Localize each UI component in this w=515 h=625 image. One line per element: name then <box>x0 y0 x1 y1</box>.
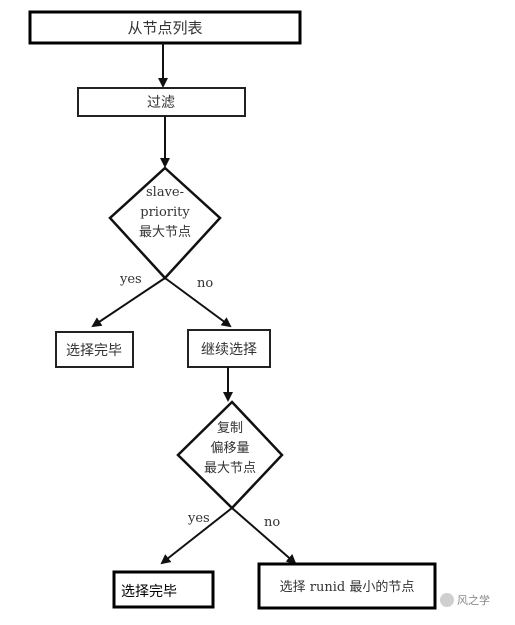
watermark: 风之学 <box>440 592 490 608</box>
filter-box-label: 过滤 <box>147 95 175 111</box>
watermark-text: 风之学 <box>457 594 490 607</box>
decision2-no-label: no <box>264 515 280 530</box>
decision1-line2: priority <box>140 205 190 220</box>
done-box-2 <box>112 570 215 609</box>
runid-box-label: 选择 runid 最小的节点 <box>280 579 415 595</box>
arrow-decision2-yes <box>160 507 233 565</box>
decision1-line1: slave- <box>146 185 184 200</box>
filter-box <box>77 87 246 117</box>
decision1-yes-label: yes <box>119 272 142 287</box>
continue-box-label: 继续选择 <box>201 341 257 358</box>
done-box-2-label: 选择完毕 <box>121 584 177 600</box>
start-box-label: 从节点列表 <box>127 19 202 37</box>
decision2-yes-label: yes <box>187 511 210 526</box>
watermark-icon <box>440 593 454 607</box>
arrow-decision1-yes <box>91 277 166 328</box>
arrow-decision1-no <box>164 277 232 328</box>
start-box <box>28 10 302 45</box>
decision1-no-label: no <box>197 276 213 291</box>
decision2-line1: 复制 <box>217 421 243 436</box>
done-box-1-label: 选择完毕 <box>66 343 122 359</box>
decision2-line2: 偏移量 <box>210 441 249 456</box>
arrow-decision2-no <box>231 507 297 565</box>
runid-box <box>257 562 437 610</box>
done-box-1 <box>55 331 134 368</box>
decision1-line3: 最大节点 <box>139 225 191 240</box>
decision2-line3: 最大节点 <box>204 461 256 476</box>
